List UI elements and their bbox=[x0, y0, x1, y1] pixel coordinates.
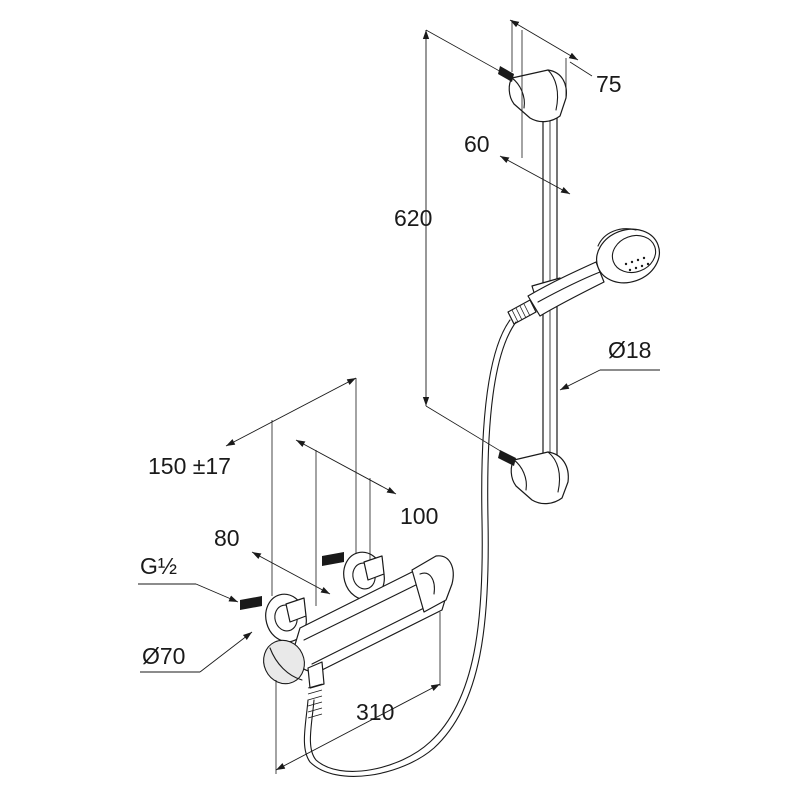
bottom-wall-bracket bbox=[498, 450, 569, 505]
label-thread-g-half: G½ bbox=[140, 553, 177, 579]
label-mixer-length-310: 310 bbox=[356, 699, 394, 725]
dimension-labels: 75 60 620 Ø18 150 ±17 100 80 G½ Ø70 310 bbox=[140, 71, 651, 725]
rail-dimensions bbox=[422, 19, 660, 459]
hand-shower bbox=[507, 228, 660, 325]
label-rosette-diameter: Ø70 bbox=[142, 643, 185, 669]
top-wall-bracket bbox=[498, 66, 567, 123]
label-projection-100: 100 bbox=[400, 503, 438, 529]
label-connection-distance: 150 ±17 bbox=[148, 453, 231, 479]
label-depth-60: 60 bbox=[464, 131, 490, 157]
label-width-75: 75 bbox=[596, 71, 622, 97]
mixer-dimensions bbox=[138, 377, 441, 774]
label-rail-length-620: 620 bbox=[394, 205, 432, 231]
left-rosette bbox=[265, 593, 307, 643]
thermostat-mixer bbox=[240, 551, 454, 719]
label-rosette-offset-80: 80 bbox=[214, 525, 240, 551]
label-rail-diameter: Ø18 bbox=[608, 337, 651, 363]
